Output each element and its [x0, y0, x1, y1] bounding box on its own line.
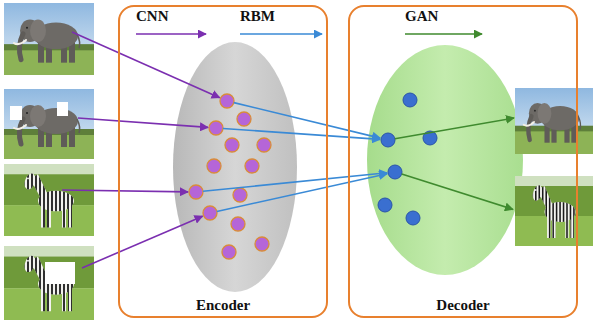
generator-space	[367, 45, 523, 275]
module-box: Encoder	[118, 5, 328, 318]
output-images	[515, 88, 593, 246]
blue-dots	[378, 93, 437, 225]
rbm-arrows	[203, 34, 387, 212]
module-title: Encoder	[196, 297, 250, 314]
module-box: Decoder	[348, 5, 578, 318]
latent-space	[173, 42, 297, 292]
stage-label: GAN	[405, 8, 438, 25]
gan-arrows	[395, 34, 514, 209]
cnn-arrows	[62, 32, 220, 268]
stage-label: RBM	[240, 8, 275, 25]
input-images	[4, 3, 94, 320]
stage-label: CNN	[136, 8, 169, 25]
module-title: Decoder	[436, 297, 489, 314]
purple-dots	[189, 94, 271, 259]
